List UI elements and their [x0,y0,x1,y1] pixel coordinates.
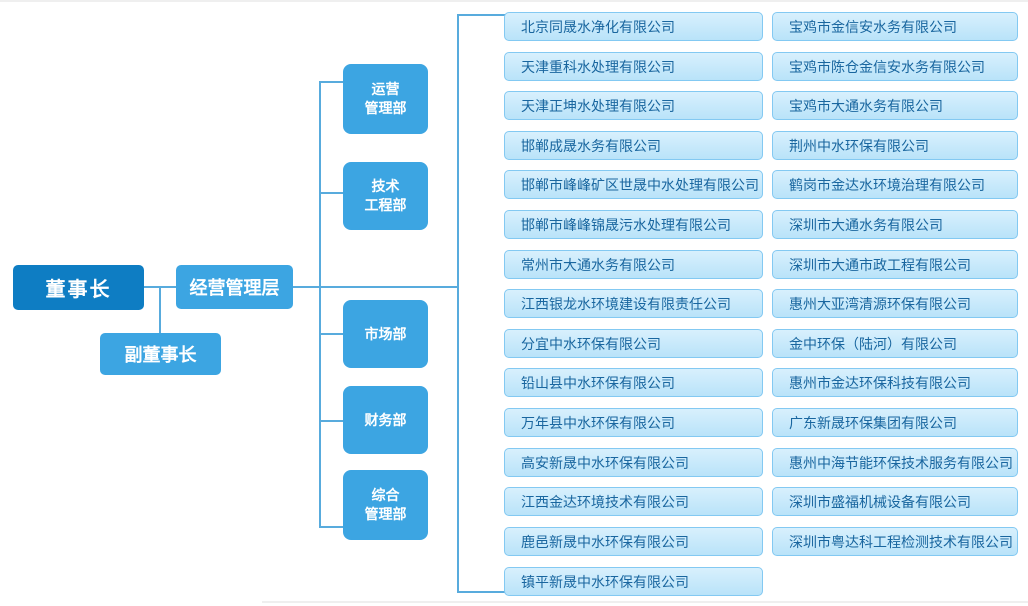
connector-stub-market [319,333,343,335]
node-dept-operations-management: 运营 管理部 [343,64,428,134]
company-box: 金中环保（陆河）有限公司 [772,329,1018,358]
connector-main-horizontal [143,286,458,288]
company-box: 深圳市粤达科工程检测技术有限公司 [772,527,1018,556]
company-box: 邯郸成晟水务有限公司 [504,131,763,160]
company-box: 江西银龙水环境建设有限责任公司 [504,289,763,318]
company-box: 铅山县中水环保有限公司 [504,368,763,397]
connector-departments-trunk [319,81,321,528]
company-box: 镇平新晟中水环保有限公司 [504,567,763,596]
company-box: 北京同晟水净化有限公司 [504,12,763,41]
company-box: 常州市大通水务有限公司 [504,250,763,279]
node-management-layer: 经营管理层 [176,265,293,309]
connector-companies-trunk [457,14,459,593]
connector-stub-technology [319,192,343,194]
company-box: 万年县中水环保有限公司 [504,408,763,437]
company-box: 荆州中水环保有限公司 [772,131,1018,160]
connector-companies-bottom-stub [457,591,505,593]
company-box: 天津重科水处理有限公司 [504,52,763,81]
company-box: 鹿邑新晟中水环保有限公司 [504,527,763,556]
company-box: 邯郸市峰峰锦晟污水处理有限公司 [504,210,763,239]
node-dept-finance: 财务部 [343,386,428,454]
node-vice-chairman: 副董事长 [100,333,221,375]
company-box: 天津正坤水处理有限公司 [504,91,763,120]
connector-stub-general [319,526,343,528]
node-chairman: 董事长 [13,265,144,310]
company-box: 惠州大亚湾清源环保有限公司 [772,289,1018,318]
company-box: 深圳市大通市政工程有限公司 [772,250,1018,279]
node-dept-technology-engineering: 技术 工程部 [343,162,428,230]
company-box: 江西金达环境技术有限公司 [504,487,763,516]
company-box: 深圳市盛福机械设备有限公司 [772,487,1018,516]
company-box: 分宜中水环保有限公司 [504,329,763,358]
connector-vice-drop [159,286,161,333]
connector-stub-operations [319,81,343,83]
company-box: 高安新晟中水环保有限公司 [504,448,763,477]
company-box: 邯郸市峰峰矿区世晟中水处理有限公司 [504,170,763,199]
connector-stub-finance [319,420,343,422]
company-box: 惠州中海节能环保技术服务有限公司 [772,448,1018,477]
node-dept-general-management: 综合 管理部 [343,470,428,540]
top-edge-divider [0,0,1028,2]
bottom-edge-divider [262,601,1028,603]
company-box: 宝鸡市大通水务有限公司 [772,91,1018,120]
company-box: 惠州市金达环保科技有限公司 [772,368,1018,397]
company-box: 深圳市大通水务有限公司 [772,210,1018,239]
node-dept-market: 市场部 [343,300,428,368]
company-box: 宝鸡市金信安水务有限公司 [772,12,1018,41]
company-box: 宝鸡市陈仓金信安水务有限公司 [772,52,1018,81]
connector-companies-top-stub [457,14,505,16]
company-box: 鹤岗市金达水环境治理有限公司 [772,170,1018,199]
company-box: 广东新晟环保集团有限公司 [772,408,1018,437]
